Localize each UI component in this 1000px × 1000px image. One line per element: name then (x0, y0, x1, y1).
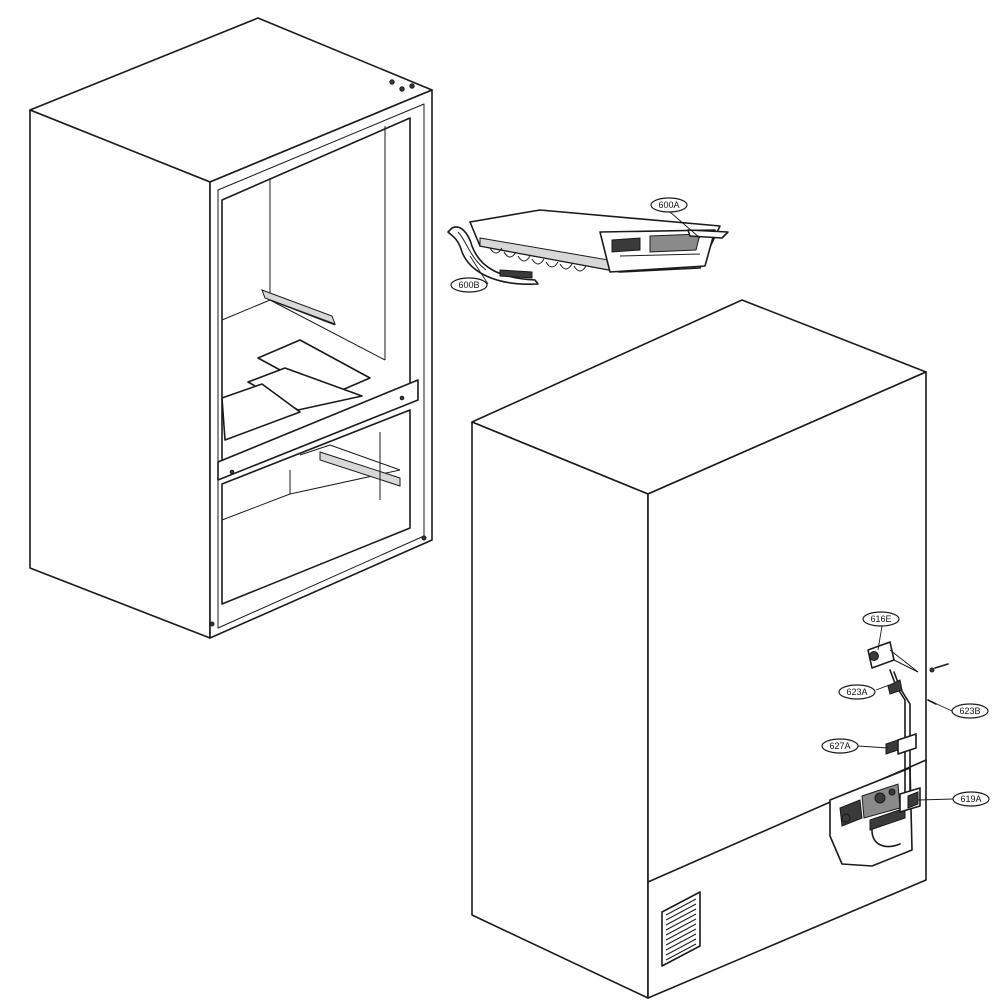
callout-600A-label: 600A (658, 200, 679, 210)
refrigerator-cabinet-front (29, 17, 433, 639)
vent-grille (661, 891, 701, 967)
callout-616E: 616E (862, 611, 900, 627)
callout-627A-label: 627A (829, 741, 850, 751)
callout-623B: 623B (951, 703, 989, 719)
callout-600B-label: 600B (458, 280, 479, 290)
callout-623A-label: 623A (846, 687, 867, 697)
ice-tray-ribs (489, 247, 587, 272)
callout-600B: 600B (450, 277, 488, 293)
callout-leaders (469, 211, 955, 801)
callout-619A-label: 619A (960, 794, 981, 804)
callout-616E-label: 616E (870, 614, 891, 624)
callout-627A: 627A (821, 738, 859, 754)
callout-600A: 600A (650, 197, 688, 213)
callout-623B-label: 623B (959, 706, 980, 716)
ice-maker-assembly (447, 209, 729, 285)
callout-619A: 619A (952, 791, 990, 807)
callout-623A: 623A (838, 684, 876, 700)
refrigerator-cabinet-rear (471, 299, 927, 999)
water-valve-tubing (829, 641, 949, 867)
